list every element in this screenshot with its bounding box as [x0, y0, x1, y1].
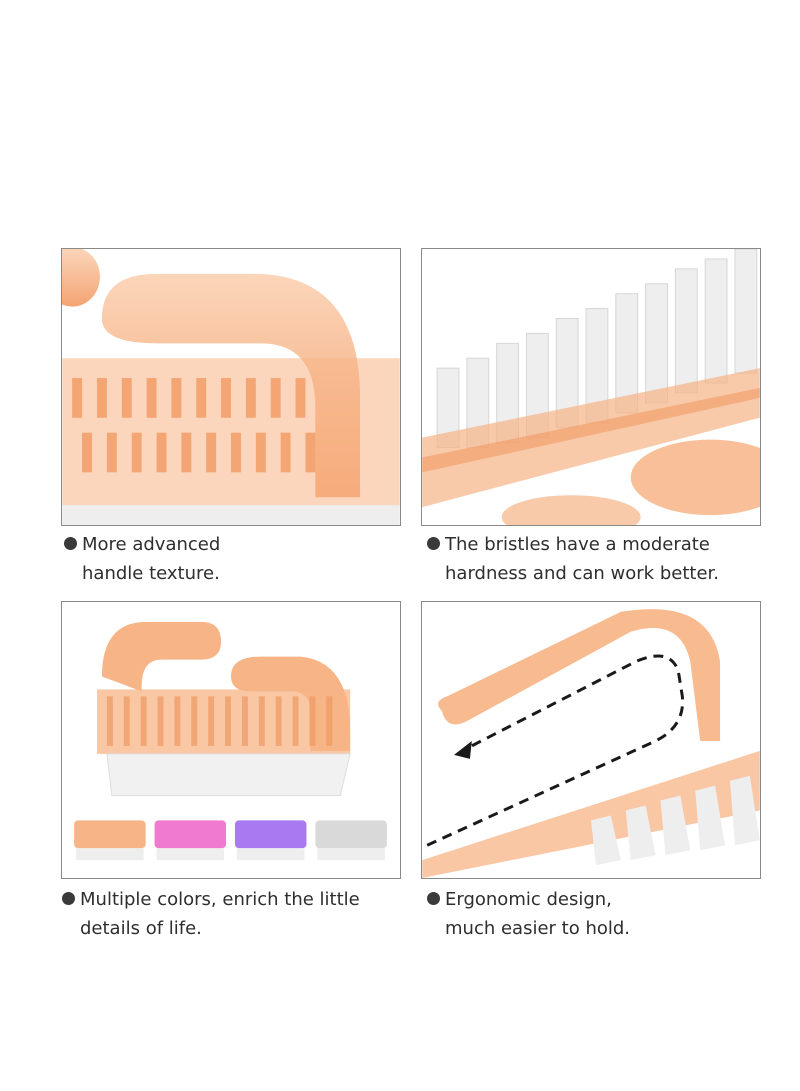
caption-line1: The bristles have a moderate — [445, 534, 710, 555]
bristles-closeup-image — [422, 249, 760, 525]
handle-closeup-image — [62, 249, 400, 525]
caption-line2: handle texture. — [82, 563, 220, 584]
ergonomic-handle-image — [422, 602, 760, 878]
caption-line2: hardness and can work better. — [445, 563, 719, 584]
caption-line1: Ergonomic design, — [445, 889, 612, 910]
bullet-dot-icon — [64, 537, 77, 550]
bullet-dot-icon — [62, 892, 75, 905]
variant-orange — [74, 820, 146, 861]
caption-ergonomic: Ergonomic design, much easier to hold. — [427, 885, 630, 943]
caption-line2: details of life. — [80, 918, 202, 939]
caption-bristles: The bristles have a moderate hardness an… — [427, 530, 719, 588]
panel-handle-texture — [61, 248, 401, 526]
panel-ergonomic — [421, 601, 761, 879]
bullet-dot-icon — [427, 892, 440, 905]
caption-line1: Multiple colors, enrich the little — [80, 889, 360, 910]
caption-color-variants: Multiple colors, enrich the little detai… — [62, 885, 360, 943]
variant-clear — [315, 820, 387, 861]
variant-purple — [234, 820, 307, 861]
panel-color-variants — [61, 601, 401, 879]
bullet-dot-icon — [427, 537, 440, 550]
caption-line2: much easier to hold. — [445, 918, 631, 939]
panel-bristles — [421, 248, 761, 526]
caption-handle-texture: More advanced handle texture. — [64, 530, 220, 588]
caption-line1: More advanced — [82, 534, 221, 555]
variant-pink — [154, 820, 227, 861]
color-variants-image — [62, 602, 400, 878]
